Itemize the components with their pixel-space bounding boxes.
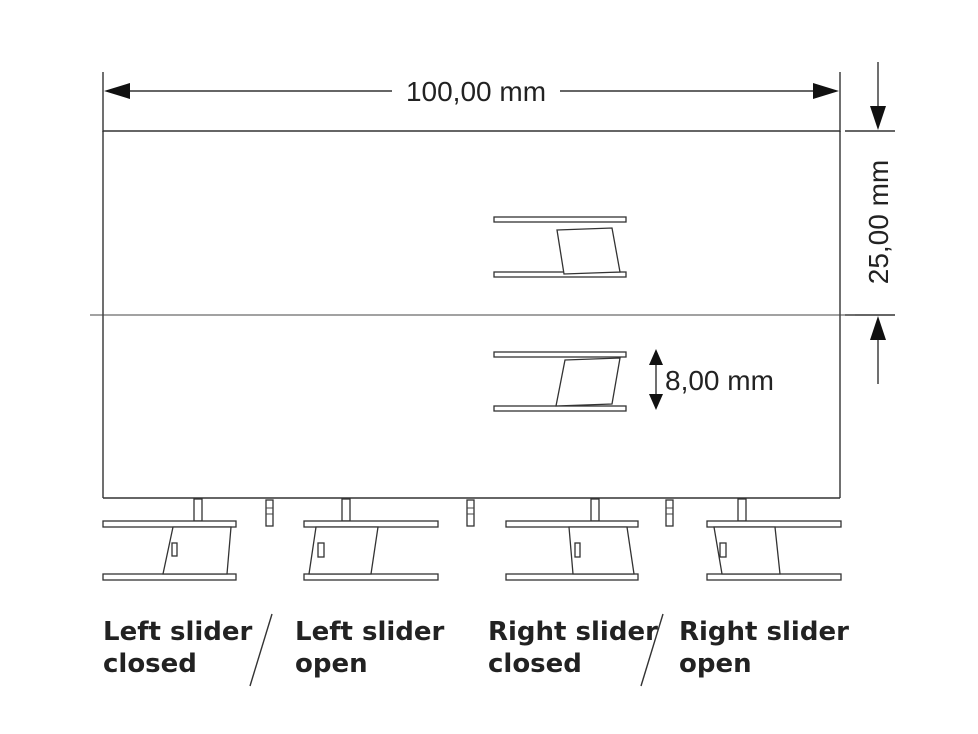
section-left-slider-open xyxy=(303,498,439,581)
caption-separator-left xyxy=(249,613,273,687)
section-views xyxy=(102,498,842,581)
width-dimension: 100,00 mm xyxy=(102,72,841,132)
arrow-down-icon xyxy=(870,106,886,130)
section-right-slider-open xyxy=(706,498,842,581)
width-label: 100,00 mm xyxy=(406,76,546,107)
arrow-right-icon xyxy=(813,83,839,99)
caption-left-open-line2: open xyxy=(295,649,368,679)
main-body xyxy=(90,130,855,499)
caption-right-open-line1: Right slider xyxy=(679,617,849,647)
lower-slider xyxy=(493,351,627,412)
caption-right-closed-line1: Right slider xyxy=(488,617,658,647)
arrow-left-icon xyxy=(104,83,130,99)
screw-left xyxy=(265,499,274,527)
screw-middle xyxy=(466,499,475,527)
height-label: 25,00 mm xyxy=(863,160,894,285)
captions: Left slider closed Left slider open Righ… xyxy=(103,613,849,687)
caption-separator-right xyxy=(640,613,664,687)
slider-gap-label: 8,00 mm xyxy=(665,365,774,396)
arrow-up-icon xyxy=(870,316,886,340)
caption-right-closed-line2: closed xyxy=(488,649,582,679)
slider-gap-dimension: 8,00 mm xyxy=(649,349,774,410)
height-dimension: 25,00 mm xyxy=(845,62,895,384)
section-right-slider-closed xyxy=(505,498,639,581)
upper-slider xyxy=(493,216,627,278)
arrow-down-small-icon xyxy=(649,394,663,410)
screw-right xyxy=(665,499,674,527)
caption-left-closed-line2: closed xyxy=(103,649,197,679)
section-left-slider-closed xyxy=(102,498,237,581)
caption-left-closed-line1: Left slider xyxy=(103,617,253,647)
caption-left-open-line1: Left slider xyxy=(295,617,445,647)
caption-right-open-line2: open xyxy=(679,649,752,679)
arrow-up-small-icon xyxy=(649,349,663,365)
